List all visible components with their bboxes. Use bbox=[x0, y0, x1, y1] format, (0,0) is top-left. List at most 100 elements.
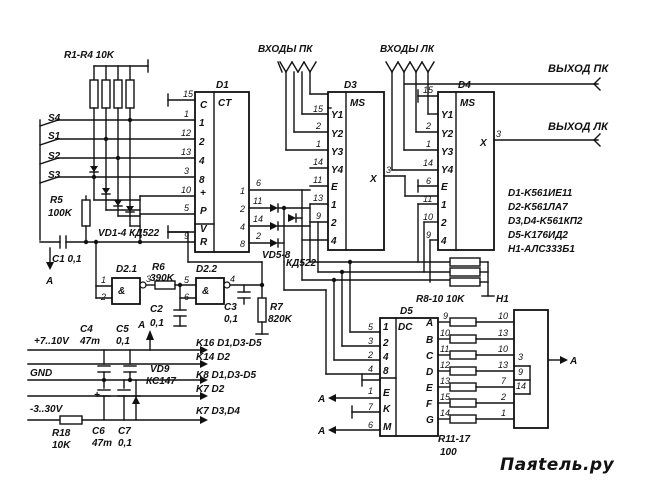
diode-vd7-icon bbox=[270, 239, 278, 247]
k8-label: K8 D1,D3-D5 bbox=[196, 370, 256, 381]
d5-d: D bbox=[426, 367, 433, 378]
display-h1 bbox=[513, 309, 549, 429]
diode-vd8-icon bbox=[288, 214, 296, 222]
output-lk-label: ВЫХОД ЛК bbox=[548, 121, 609, 133]
d1-p-label: P bbox=[200, 206, 207, 217]
chip-d3: ВХОДЫ ПК D3 MS Y1 Y2 Y3 Y4 E X 2 1 4 15 … bbox=[258, 44, 406, 251]
d5-n4: 4 bbox=[382, 352, 389, 363]
d21-amp: & bbox=[118, 286, 125, 297]
d1-p3: 3 bbox=[184, 166, 189, 176]
d3-y3: Y3 bbox=[331, 147, 344, 158]
r7-label: R7 bbox=[270, 302, 283, 313]
disp-p1: 1 bbox=[501, 408, 506, 418]
vd5-8-label: VD5-8 bbox=[262, 250, 291, 261]
d3-ms-label: MS bbox=[350, 98, 365, 109]
r5-label: R5 bbox=[50, 195, 63, 206]
resistor-r13 bbox=[449, 350, 477, 360]
d2-p2: 2 bbox=[100, 292, 106, 302]
component-legend: D1-K561ИЕ11 D2-K561ЛА7 D3,D4-K561КП2 D5-… bbox=[508, 188, 583, 255]
zener-vd9-icon bbox=[132, 396, 140, 404]
d22-label: D2.2 bbox=[196, 264, 218, 275]
d4-x: X bbox=[479, 138, 488, 149]
a-arrow-d5m-icon bbox=[328, 426, 336, 434]
d2-p3: 3 bbox=[146, 274, 151, 284]
resistor-r6 bbox=[154, 280, 176, 290]
d4-p10: 10 bbox=[423, 212, 433, 222]
disp-p2: 2 bbox=[500, 392, 506, 402]
d5-o14: 14 bbox=[440, 408, 450, 418]
d4-y1: Y1 bbox=[441, 110, 454, 121]
a-label-2: A bbox=[317, 394, 325, 405]
d1-out-4: 4 bbox=[240, 222, 245, 232]
d1-plus-label: + bbox=[200, 188, 206, 199]
legend-d2: D2-K561ЛА7 bbox=[508, 202, 568, 213]
minus-v-label: -3..30V bbox=[30, 404, 64, 415]
d1-in-2: 2 bbox=[198, 137, 205, 148]
d5-label: D5 bbox=[400, 306, 413, 317]
c4-label: C4 bbox=[80, 324, 93, 335]
a-label-1: A bbox=[45, 276, 53, 287]
gnd-label: GND bbox=[30, 368, 52, 379]
d5-p1: 1 bbox=[368, 386, 373, 396]
diode-vd5-icon bbox=[270, 204, 278, 212]
c1-label: C1 0,1 bbox=[52, 254, 82, 265]
d4-label: D4 bbox=[458, 80, 471, 91]
resistor-r10 bbox=[449, 277, 481, 287]
c2-label: C2 bbox=[150, 304, 163, 315]
s1-label: S1 bbox=[48, 131, 61, 142]
resistor-r12 bbox=[449, 334, 477, 344]
d22-amp: & bbox=[202, 286, 209, 297]
d5-m: M bbox=[383, 422, 392, 433]
disp-o3: 3 bbox=[518, 352, 523, 362]
d3-x: X bbox=[369, 174, 378, 185]
s3-label: S3 bbox=[48, 170, 61, 181]
d21-label: D2.1 bbox=[116, 264, 138, 275]
a-arrow-icon bbox=[46, 262, 54, 270]
d3-y1: Y1 bbox=[331, 110, 344, 121]
watermark: Паяtель.ру bbox=[500, 455, 615, 475]
c5-value: 0,1 bbox=[116, 336, 130, 347]
d5-dc-label: DC bbox=[398, 322, 413, 333]
d5-f: F bbox=[426, 399, 433, 410]
d1-p15: 15 bbox=[183, 89, 194, 99]
d1-label: D1 bbox=[216, 80, 229, 91]
r18-value: 10K bbox=[52, 440, 71, 451]
d5-n1: 1 bbox=[383, 322, 389, 333]
resistor-r5 bbox=[81, 199, 91, 227]
c5-label: C5 bbox=[116, 324, 129, 335]
resistor-r9 bbox=[449, 267, 481, 277]
d5-a: A bbox=[425, 318, 433, 329]
vd9-type: КС147 bbox=[146, 376, 176, 387]
d5-p3: 3 bbox=[368, 336, 373, 346]
d5-p2: 2 bbox=[367, 350, 373, 360]
d1-v-label: V bbox=[200, 224, 208, 235]
d1-p12: 12 bbox=[181, 128, 191, 138]
c7-value: 0,1 bbox=[118, 438, 132, 449]
r5-value: 100K bbox=[48, 208, 73, 219]
resistor-r4 bbox=[125, 79, 135, 109]
arrow-k8-icon bbox=[200, 376, 208, 384]
d4-x3: 3 bbox=[496, 129, 501, 139]
d5-o10: 10 bbox=[440, 328, 450, 338]
d5-b: B bbox=[426, 335, 433, 346]
d4-p11: 11 bbox=[423, 194, 432, 204]
legend-d1: D1-K561ИЕ11 bbox=[508, 188, 573, 199]
d2-p4: 4 bbox=[230, 274, 235, 284]
d5-k: K bbox=[383, 404, 391, 415]
d1-p1: 1 bbox=[184, 109, 189, 119]
resistor-r15 bbox=[449, 382, 477, 392]
d3-p2: 2 bbox=[315, 121, 321, 131]
d3-p1: 1 bbox=[316, 139, 321, 149]
r11-17-label: R11-17 bbox=[438, 434, 470, 445]
resistor-r16 bbox=[449, 398, 477, 408]
output-pk-label: ВЫХОД ПК bbox=[548, 63, 609, 75]
c6-value: 47m bbox=[91, 438, 112, 449]
vd9-label: VD9 bbox=[150, 364, 170, 375]
chip-d1: D1 C CT + P V R 1 2 4 8 15 1 12 13 3 10 … bbox=[167, 80, 311, 253]
h1-label: H1 bbox=[496, 294, 509, 305]
diode-vd2-icon bbox=[102, 188, 110, 194]
d5-e-out: E bbox=[426, 383, 433, 394]
r6-value: 390K bbox=[150, 273, 175, 284]
a-arrow-d5e-icon bbox=[328, 394, 336, 402]
